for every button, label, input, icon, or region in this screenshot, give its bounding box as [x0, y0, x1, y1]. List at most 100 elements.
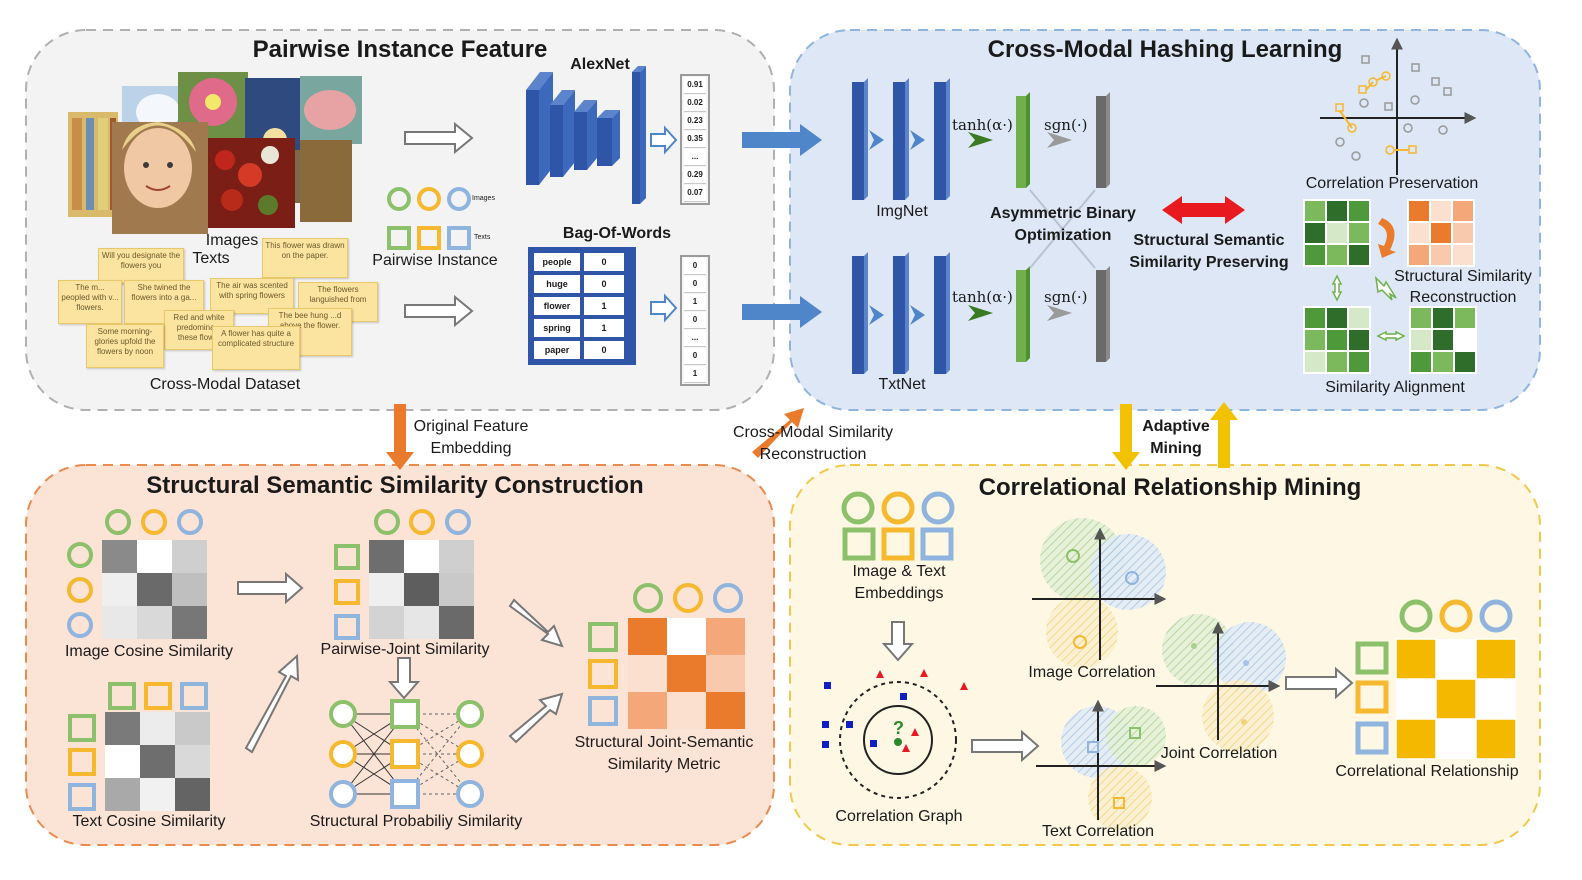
tanh-label-img: tanh(α·) — [952, 116, 1013, 134]
correlation-preservation-plot — [1320, 37, 1477, 175]
title-cross-modal-hashing: Cross-Modal Hashing Learning — [987, 36, 1343, 63]
vector-cell: 0.29 — [684, 167, 706, 184]
text-note: A flower has quite a complicated structu… — [212, 326, 300, 370]
vector-cell: 0 — [684, 312, 706, 329]
image-cosine-label: Image Cosine Similarity — [64, 643, 234, 660]
original-feature-line1: Original Feature — [413, 418, 529, 435]
pairwise-joint-label: Pairwise-Joint Similarity — [320, 641, 490, 658]
vector-cell: 0 — [684, 258, 706, 275]
hollow-arrows-bottom-left — [237, 571, 564, 754]
bow-word: huge — [534, 275, 580, 293]
vector-cell: 1 — [684, 366, 706, 383]
red-double-arrow — [1162, 196, 1245, 224]
bow-word: spring — [534, 319, 580, 337]
alexnet-label: AlexNet — [570, 56, 630, 73]
cmsr-line1: Cross-Modal Similarity — [732, 424, 894, 441]
original-feature-arrow — [386, 404, 414, 470]
embeddings-icons — [841, 491, 955, 561]
relationship-arrow — [1285, 666, 1354, 700]
joint-correlation-label: Joint Correlation — [1160, 745, 1278, 762]
text-correlation-label: Text Correlation — [1041, 823, 1155, 840]
graph-question-mark: ? — [893, 718, 904, 738]
embeddings-down-arrow — [881, 621, 915, 662]
embeddings-line1: Image & Text — [852, 563, 946, 580]
matrix-green-top — [1303, 199, 1371, 267]
graph-to-correlation-arrow — [971, 729, 1040, 763]
vector-cell: 0.91 — [684, 77, 706, 94]
vector-cell: 0.07 — [684, 185, 706, 202]
image-cosine-matrix — [67, 509, 207, 639]
adaptive-mining-up-arrow — [1210, 402, 1238, 468]
bow-count: 0 — [584, 275, 624, 293]
image-correlation-label: Image Correlation — [1028, 664, 1156, 681]
vector-cell: ... — [684, 149, 706, 166]
blue-flow-arrows — [742, 124, 822, 328]
text-note: This flower was drawn on the paper. — [262, 238, 348, 278]
image-collage — [68, 72, 362, 234]
cmsr-line2: Reconstruction — [759, 446, 867, 463]
imgnet-illustration — [852, 78, 950, 200]
bow-count: 0 — [584, 341, 624, 359]
structural-probability-label: Structural Probabiliy Similarity — [309, 813, 523, 830]
bow-feature-vector: 0 0 1 0 ... 0 1 — [680, 255, 710, 386]
hollow-arrows-top-left — [404, 121, 678, 328]
adaptive-mining-line1: Adaptive — [1142, 418, 1210, 435]
correlational-relationship-matrix — [1355, 599, 1517, 760]
pairwise-joint-matrix — [334, 509, 474, 640]
bow-word: paper — [534, 341, 580, 359]
bow-word: flower — [534, 297, 580, 315]
vector-cell: 0.02 — [684, 95, 706, 112]
title-pairwise-instance-feature: Pairwise Instance Feature — [252, 36, 548, 63]
alexnet-feature-vector: 0.91 0.02 0.23 0.35 ... 0.29 0.07 — [680, 74, 710, 205]
texts-label: Texts — [192, 250, 230, 267]
matrix-green-bottom-right — [1409, 306, 1477, 374]
asymmetric-binary-line1: Asymmetric Binary — [990, 205, 1136, 222]
title-correlational-relationship-mining: Correlational Relationship Mining — [978, 474, 1362, 501]
pairwise-instance-legend — [387, 187, 471, 250]
vector-cell: 0.35 — [684, 131, 706, 148]
text-note: Will you designate the flowers you — [98, 248, 184, 284]
text-note: Some morning-glories upfold the flowers … — [86, 324, 164, 368]
vector-cell: 0 — [684, 276, 706, 293]
matrix-orange-top — [1407, 199, 1475, 267]
text-cosine-label: Text Cosine Similarity — [72, 813, 226, 830]
alexnet-illustration — [526, 66, 646, 204]
bow-word: people — [534, 253, 580, 271]
images-label: Images — [205, 232, 259, 249]
tanh-label-txt: tanh(α·) — [952, 288, 1013, 306]
embeddings-line2: Embeddings — [854, 585, 944, 602]
sssp-line1: Structural Semantic — [1133, 232, 1285, 249]
correlational-relationship-label: Correlational Relationship — [1335, 763, 1519, 780]
text-note: The m... peopled with v... flowers. — [58, 280, 122, 324]
vector-cell: 0 — [684, 348, 706, 365]
text-correlation-plot — [1036, 699, 1167, 830]
structural-probability-graph — [329, 699, 484, 809]
txtnet-illustration — [852, 252, 950, 374]
bow-count: 1 — [584, 297, 624, 315]
sgn-label-txt: sgn(·) — [1044, 288, 1088, 306]
similarity-alignment-label: Similarity Alignment — [1325, 379, 1465, 396]
matrix-green-bottom-left — [1303, 306, 1371, 374]
reconstruction-curved-arrow — [1378, 218, 1396, 258]
bag-of-words-label: Bag-Of-Words — [562, 225, 672, 242]
structural-reconstruction-line2: Reconstruction — [1409, 289, 1517, 306]
correlation-graph — [822, 669, 968, 799]
vector-cell: ... — [684, 330, 706, 347]
cross-modal-dataset-label: Cross-Modal Dataset — [149, 376, 301, 393]
original-feature-line2: Embedding — [430, 440, 512, 457]
title-structural-similarity-construction: Structural Semantic Similarity Construct… — [146, 472, 644, 499]
txtnet-label: TxtNet — [878, 376, 926, 393]
vector-cell: 1 — [684, 294, 706, 311]
joint-semantic-matrix — [588, 583, 745, 729]
pairwise-instance-label: Pairwise Instance — [372, 252, 498, 269]
hash-layers — [968, 92, 1110, 362]
small-hollow-arrows-top-right — [1331, 274, 1406, 342]
image-correlation-plot — [1032, 518, 1167, 668]
asymmetric-binary-line2: Optimization — [1014, 227, 1112, 244]
adaptive-mining-down-arrow — [1112, 404, 1140, 470]
cmsr-arrow — [752, 408, 804, 458]
correlation-preservation-label: Correlation Preservation — [1305, 175, 1479, 192]
joint-correlation-plot — [1156, 614, 1286, 752]
sgn-label-img: sgn(·) — [1044, 116, 1088, 134]
